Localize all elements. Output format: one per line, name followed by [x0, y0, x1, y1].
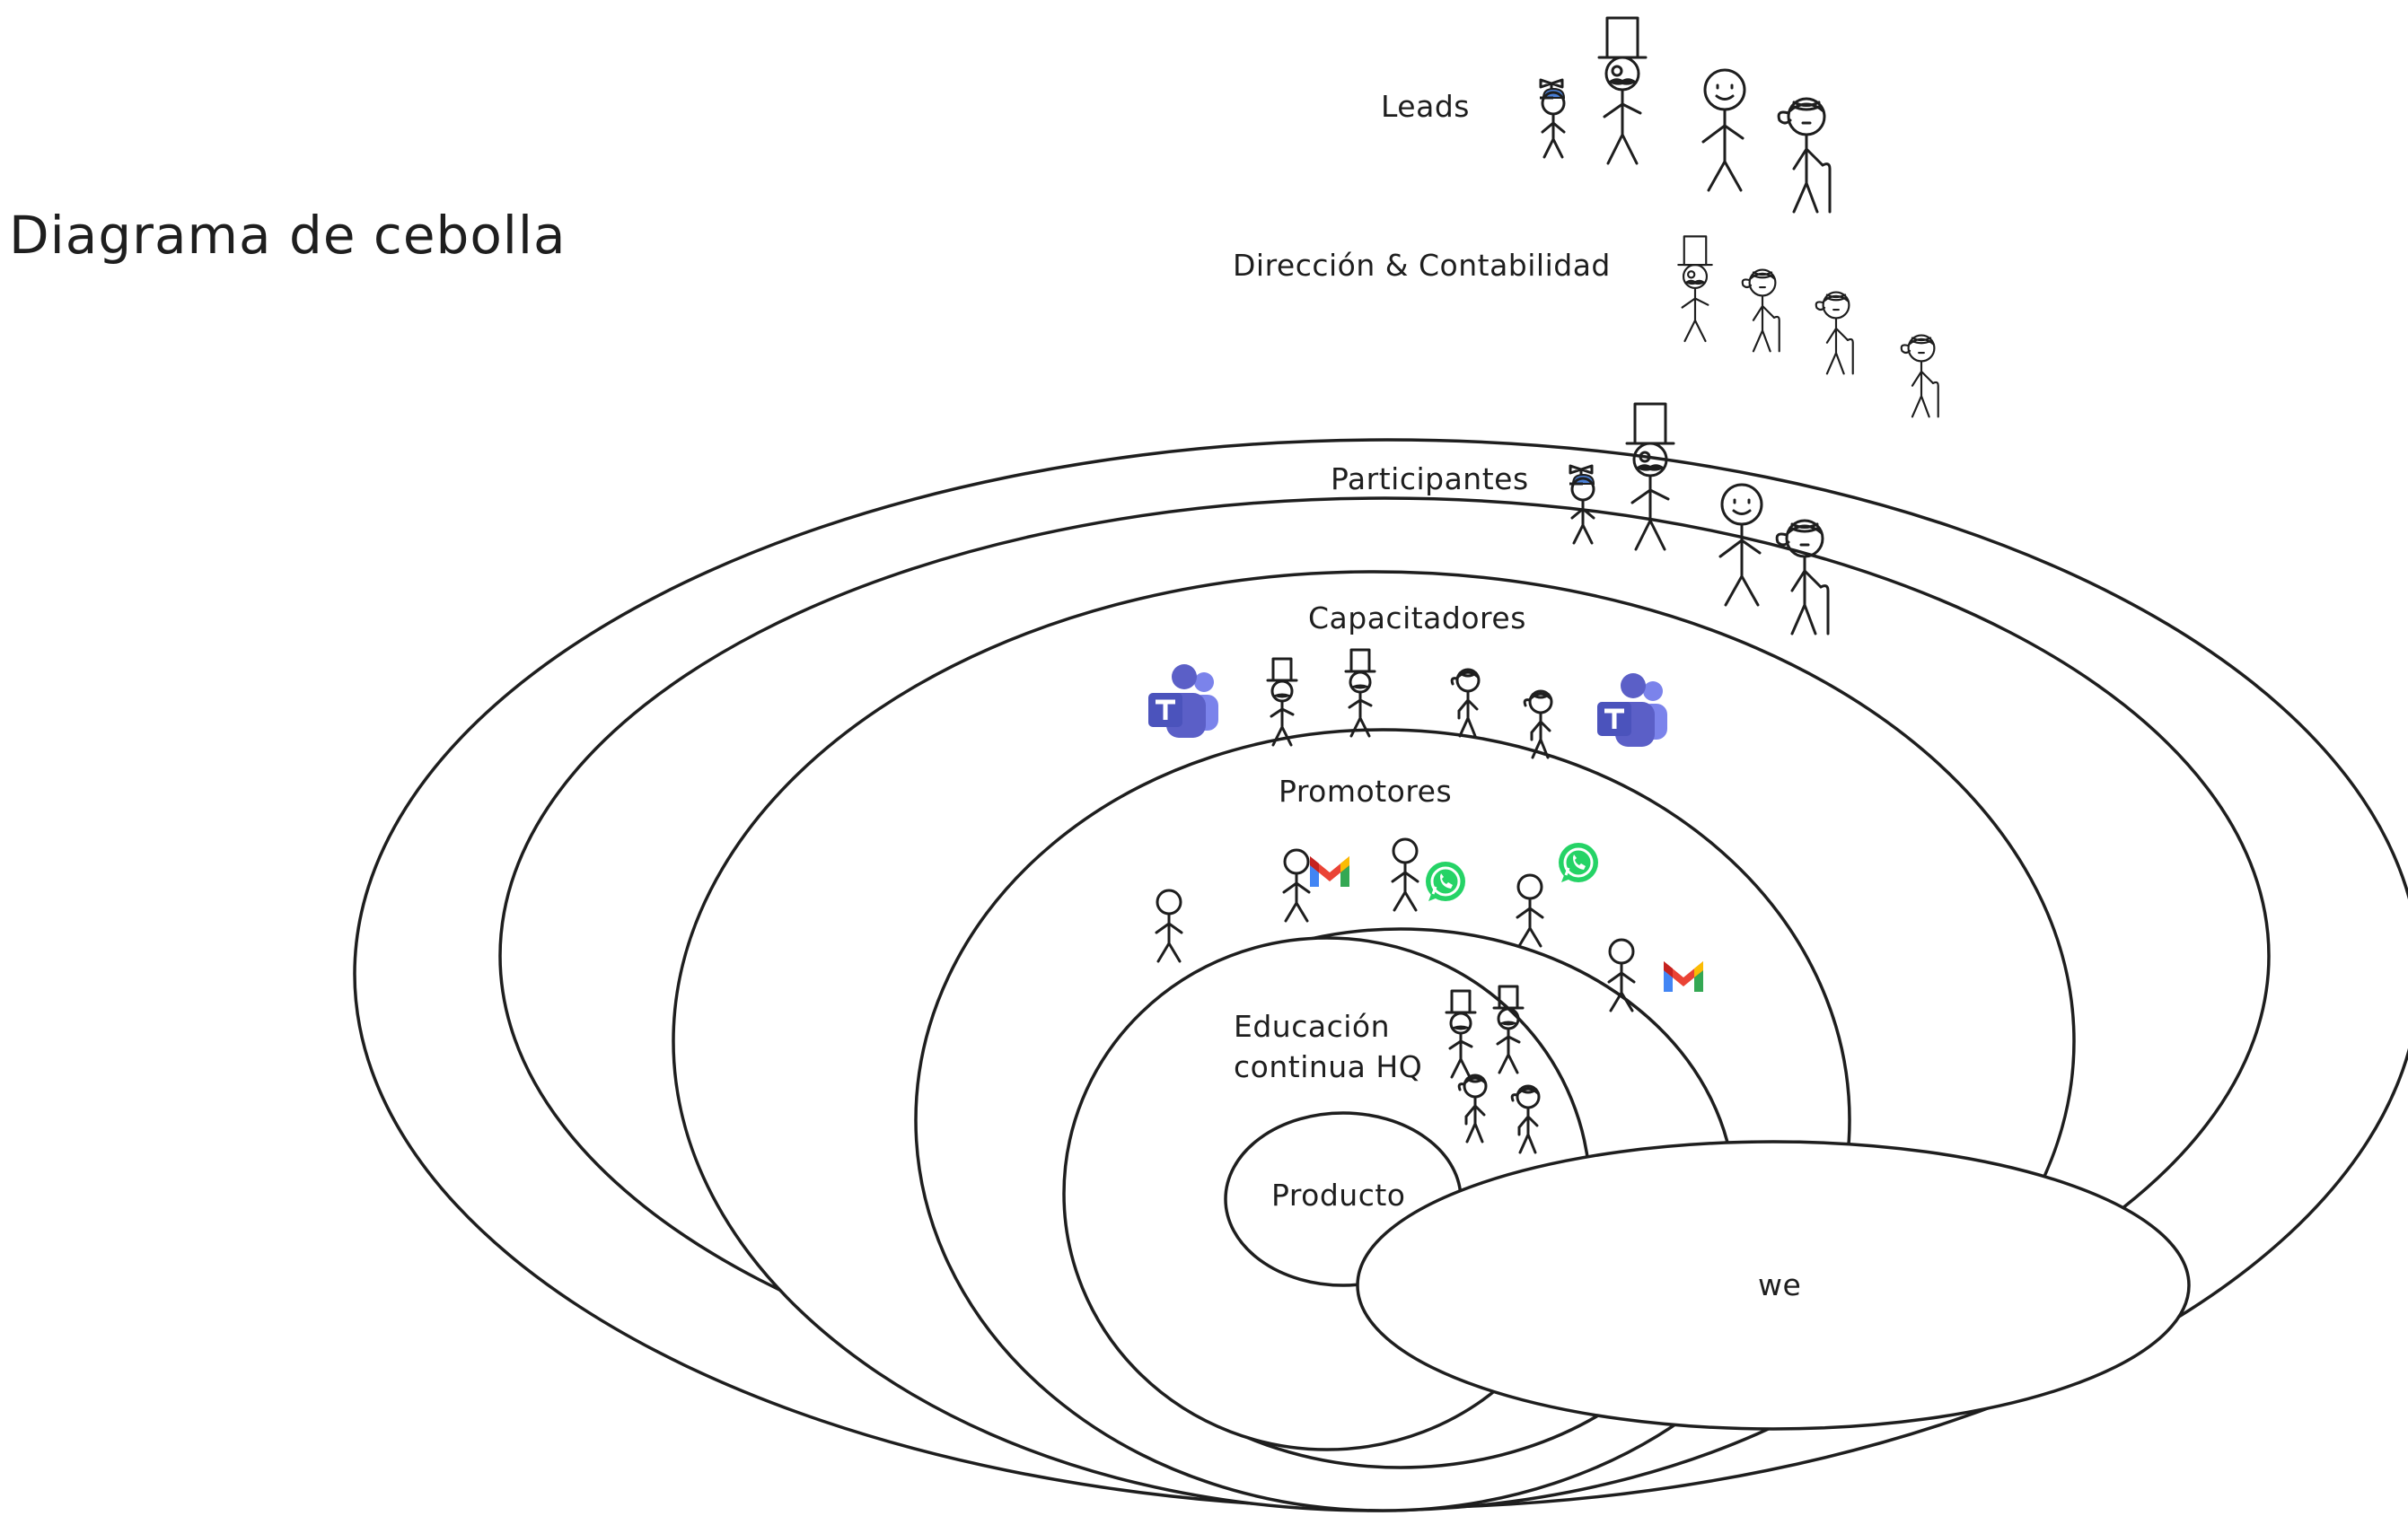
person-elderly-woman-icon	[1777, 97, 1832, 214]
person-smiling-icon	[1701, 68, 1746, 192]
layer-label-educacion-line-1: Educación	[1234, 1009, 1390, 1044]
layer-label-participantes: Participantes	[1331, 461, 1529, 496]
we-node-label: we	[1758, 1267, 1801, 1302]
layer-label-capacitadores: Capacitadores	[1308, 600, 1526, 635]
layer-label-leads: Leads	[1381, 89, 1470, 124]
whatsapp-icon	[1424, 860, 1467, 903]
person-elderly-woman-icon	[1815, 291, 1854, 375]
we-node[interactable]	[1356, 1140, 2191, 1431]
person-elderly-woman-icon	[1741, 268, 1780, 353]
person-elderly-woman-icon	[1900, 334, 1939, 418]
layer-label-producto: Producto	[1271, 1178, 1406, 1213]
person-gentleman-icon	[1597, 16, 1648, 165]
whatsapp-icon	[1557, 841, 1600, 884]
person-kid-icon	[1538, 78, 1566, 159]
layer-label-direccion-contabilidad: Dirección & Contabilidad	[1233, 248, 1611, 283]
layer-label-educacion-line-2: continua HQ	[1234, 1049, 1422, 1084]
diagram-title: Diagrama de cebolla	[9, 205, 567, 266]
layer-label-promotores: Promotores	[1279, 774, 1452, 809]
person-gentleman-icon	[1677, 235, 1713, 343]
